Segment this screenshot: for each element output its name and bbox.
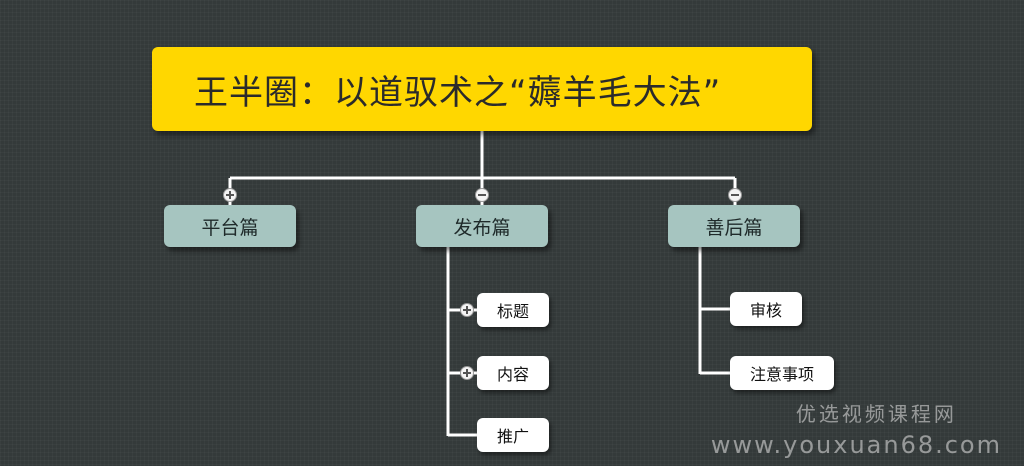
leaf-notes[interactable]: 注意事项 [730, 356, 834, 390]
leaf-title[interactable]: 标题 [477, 293, 549, 327]
leaf-review[interactable]: 审核 [730, 292, 802, 326]
branch-label: 善后篇 [705, 216, 763, 239]
expand-icon[interactable] [460, 366, 474, 380]
collapse-icon[interactable] [475, 188, 489, 202]
branch-platform[interactable]: 平台篇 [164, 205, 296, 247]
root-topic-label: 王半圈：以道驭术之“薅羊毛大法” [194, 72, 722, 113]
leaf-label: 标题 [496, 302, 529, 321]
watermark-url: www.youxuan68.com [710, 431, 1002, 459]
collapse-icon[interactable] [728, 188, 742, 202]
root-topic[interactable]: 王半圈：以道驭术之“薅羊毛大法” [152, 47, 812, 131]
watermark: 优选视频课程网 www.youxuan68.com [711, 398, 1002, 459]
leaf-promotion[interactable]: 推广 [477, 418, 549, 452]
expand-icon[interactable] [223, 188, 237, 202]
leaf-label: 注意事项 [749, 365, 814, 384]
branch-publish[interactable]: 发布篇 [416, 205, 548, 247]
branch-label: 发布篇 [453, 216, 511, 239]
leaf-label: 内容 [496, 365, 529, 384]
watermark-text: 优选视频课程网 [795, 402, 957, 426]
leaf-label: 审核 [749, 301, 782, 320]
expand-icon[interactable] [460, 303, 474, 317]
branch-aftercare[interactable]: 善后篇 [668, 205, 800, 247]
leaf-content[interactable]: 内容 [477, 356, 549, 390]
branch-label: 平台篇 [201, 216, 259, 239]
leaf-label: 推广 [496, 427, 529, 446]
